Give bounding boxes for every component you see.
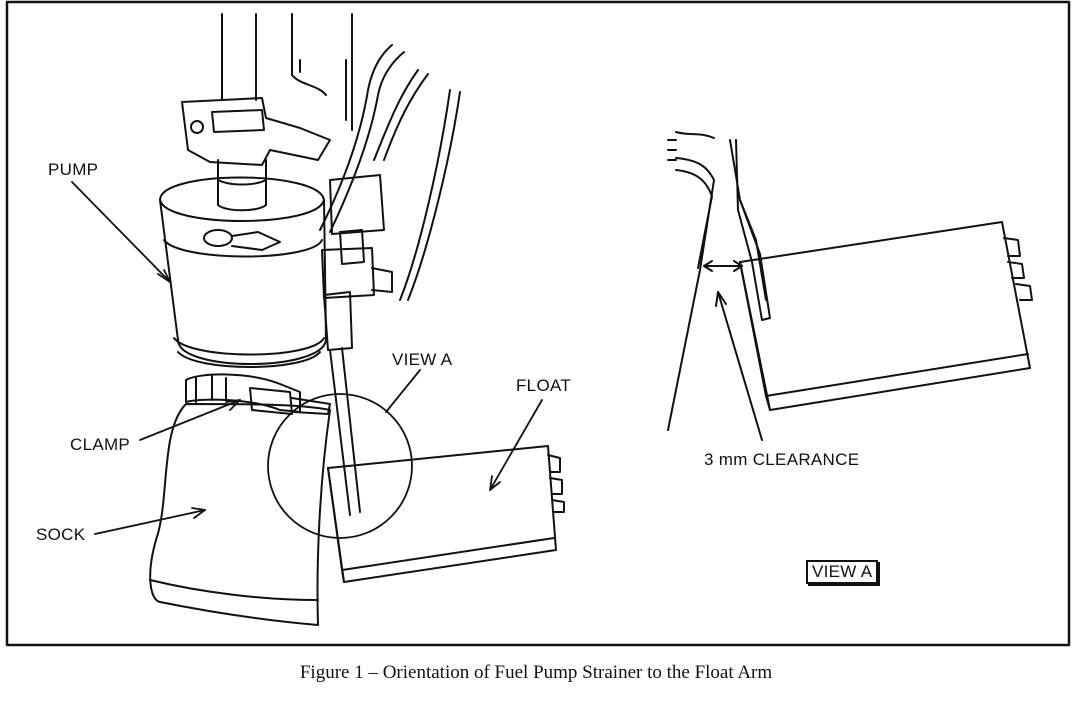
diagram-frame: PUMP CLAMP SOCK VIEW A FLOAT 3 mm CLEARA… bbox=[5, 0, 1071, 647]
clamp-band bbox=[185, 373, 301, 413]
figure-caption: Figure 1 – Orientation of Fuel Pump Stra… bbox=[299, 662, 773, 683]
pump-connector bbox=[329, 174, 385, 235]
diagram-border bbox=[5, 0, 1071, 647]
pump-assembly bbox=[149, 13, 565, 626]
float-arm bbox=[329, 347, 361, 516]
leader-lines bbox=[71, 181, 543, 535]
sock-label: SOCK bbox=[36, 525, 86, 544]
fuel-pump-diagram bbox=[5, 0, 1071, 647]
view-a-box-label: VIEW A bbox=[806, 560, 879, 584]
float-body bbox=[327, 445, 557, 583]
view-a-callout-label: VIEW A bbox=[392, 350, 453, 369]
pipe-right bbox=[291, 13, 353, 131]
clearance-label: 3 mm CLEARANCE bbox=[704, 450, 860, 469]
strainer-sock bbox=[149, 403, 331, 626]
pump-bracket bbox=[181, 97, 331, 166]
clamp-label: CLAMP bbox=[70, 435, 131, 454]
view-a-detail bbox=[667, 131, 1033, 441]
detail-float bbox=[739, 221, 1031, 411]
pump-label: PUMP bbox=[48, 160, 99, 179]
view-a-callout-circle bbox=[267, 393, 413, 539]
pump-body bbox=[159, 176, 327, 365]
pipe-left bbox=[221, 13, 257, 101]
float-label: FLOAT bbox=[516, 376, 572, 395]
